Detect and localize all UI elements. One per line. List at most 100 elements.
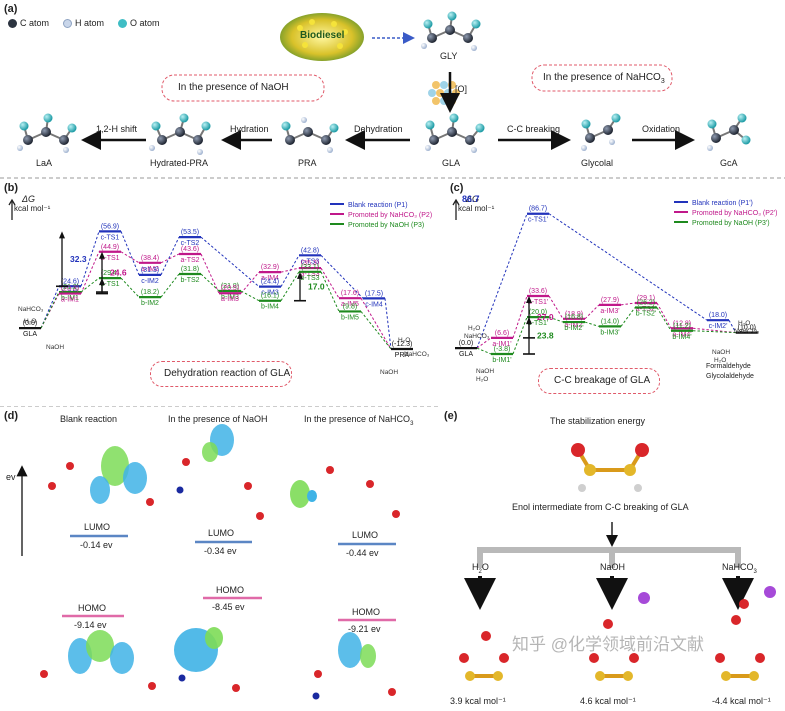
c-product-formaldehyde: Formaldehyde xyxy=(706,363,751,370)
svgC-barrier-label-0: 27.0 xyxy=(537,312,554,322)
svgB-connector-b xyxy=(200,236,260,287)
svgC-connector-m xyxy=(656,302,672,329)
svgB-value-label-17: (16.1) xyxy=(261,293,279,300)
svgB-value-label-23: (17.5) xyxy=(365,290,383,297)
svgB-barrier-arrowhead-3 xyxy=(297,271,303,279)
svgC-connector-b xyxy=(728,319,737,333)
svgB-state-label-4: c-TS1 xyxy=(101,234,120,241)
panel-b-energy-profile: (0.0)GLA(24.6)c-IM1(21.2)b-IM1(20.3)a-IM… xyxy=(8,198,432,376)
svgC-state-label-3: c-TS1' xyxy=(528,217,548,224)
panel-c-y-symbol: ΔG xyxy=(466,194,480,204)
svgB-value-label-21: (17.6) xyxy=(341,290,359,297)
svgB-connector-m xyxy=(200,253,220,294)
svgC-legend-label-2: Promoted by NaOH (P3') xyxy=(692,220,770,227)
svgB-state-label-10: c-TS2 xyxy=(181,240,200,247)
svgB-connector-g xyxy=(280,271,300,301)
molecule-gly xyxy=(421,11,481,51)
molecule-laa xyxy=(17,113,77,153)
gca-label: GcA xyxy=(720,158,738,168)
svgB-value-label-4: (56.9) xyxy=(101,223,119,230)
biodiesel-image xyxy=(280,13,364,61)
blank-homo-label: HOMO xyxy=(78,603,106,613)
svgC-state-label-13: b-IM4' xyxy=(672,334,691,341)
svgB-barrier-arrowhead-2 xyxy=(99,278,105,286)
svgC-state-label-4: a-TS1' xyxy=(528,299,548,306)
col-blank-title: Blank reaction xyxy=(60,414,118,424)
svgC-state-label-9: b-IM3' xyxy=(600,329,619,336)
svgB-value-label-2: (21.2) xyxy=(61,284,79,291)
svgC-value-label-1: (6.6) xyxy=(495,330,509,337)
hydration-label: Hydration xyxy=(230,124,269,134)
orbital-nahco3-homo xyxy=(338,632,376,668)
c-annot-h2o-right: H₂O xyxy=(738,320,750,327)
svgC-value-label-6: (18.9) xyxy=(565,311,583,318)
b-annot-naoh: NaOH xyxy=(46,344,64,351)
naoh-homo-value: -8.45 ev xyxy=(212,602,245,612)
svgC-barrier-arrowhead-1 xyxy=(526,317,532,325)
svgB-state-label-5: a-TS1 xyxy=(100,255,119,262)
b-annot-h2o: H₂O xyxy=(24,318,36,325)
svgC-value-label-7: (16.8) xyxy=(565,314,583,321)
svgB-value-label-16: (24.4) xyxy=(261,279,279,286)
orbital-blank-homo xyxy=(68,630,134,674)
svgC-value-label-4: (33.6) xyxy=(529,288,547,295)
svgC-value-label-10: (29.1) xyxy=(637,295,655,302)
c-product-glycolaldehyde: Glycolaldehyde xyxy=(706,373,754,380)
panel-b-y-unit: kcal mol⁻¹ xyxy=(14,204,51,213)
panel-c-title: C-C breakage of GLA xyxy=(554,375,651,386)
c-annot-h2o: H₂O xyxy=(468,325,480,332)
panel-b-tag: (b) xyxy=(4,182,19,194)
panel-c-title-box xyxy=(538,368,660,394)
panel-b: (b) ΔG kcal mol⁻¹ (0.0)GLA(24.6)c-IM1(21… xyxy=(0,180,448,405)
svgB-value-label-10: (53.5) xyxy=(181,229,199,236)
svgC-connector-g xyxy=(656,307,672,332)
orbital-naoh-homo xyxy=(174,627,223,672)
svgC-connector-m xyxy=(620,302,636,306)
branch-label-naoh: NaOH xyxy=(600,562,626,572)
gla-label: GLA xyxy=(442,158,461,168)
svgB-state-label-14: a-IM3 xyxy=(221,296,239,303)
panel-c-energy-profile: (0.0)GLA(6.6)a-IM1'(-3.8)b-IM1'(86.7)c-T… xyxy=(452,194,778,383)
c-annot-naoh: NaOH xyxy=(476,368,494,375)
o-atom-icon xyxy=(118,19,128,29)
biodiesel-flowers xyxy=(297,19,348,49)
c-top-value: 86.7 xyxy=(462,194,480,204)
svgB-y-axis-arrowhead xyxy=(8,198,16,206)
naoh-condition-label: In the presence of NaOH xyxy=(178,82,289,93)
enol-molecule xyxy=(571,443,649,492)
svgB-connector-m xyxy=(320,267,340,299)
svgB-connector-g xyxy=(40,291,60,329)
svgC-state-label-6: a-IM2' xyxy=(564,322,583,329)
svgB-value-label-13: (21.8) xyxy=(221,283,239,290)
svgB-value-label-19: (35.3) xyxy=(301,260,319,267)
molecule-gca xyxy=(707,113,751,151)
svgB-state-label-12: b-TS2 xyxy=(180,277,199,284)
oxidant-label: [O] xyxy=(455,84,468,94)
svgB-state-label-6: b-TS1 xyxy=(100,281,119,288)
svgC-value-label-0: (0.0) xyxy=(459,340,473,347)
molecule-pra xyxy=(281,117,339,153)
nahco3-condition-label: In the presence of NaHCO3 xyxy=(543,72,665,85)
c-annot-nahco3: NaHCO₃ xyxy=(464,333,490,340)
svgB-connector-b xyxy=(384,298,392,350)
svgB-state-label-18: c-TS3 xyxy=(301,258,320,265)
svgC-value-label-8: (27.9) xyxy=(601,297,619,304)
svgB-value-label-7: (38.4) xyxy=(141,255,159,262)
h-shift-label: 1,2-H shift xyxy=(96,124,138,134)
svgB-legend-label-1: Promoted by NaHCO₃ (P2) xyxy=(348,212,432,219)
svgB-connector-b xyxy=(120,231,140,276)
svgC-value-label-9: (14.0) xyxy=(601,318,619,325)
blank-homo-value: -9.14 ev xyxy=(74,620,107,630)
panel-c: (c) ΔG kcal mol⁻¹ (0.0)GLA(6.6)a-IM1'(-3… xyxy=(448,180,785,405)
svgC-value-label-2: (-3.8) xyxy=(494,346,511,353)
svgC-state-label-12: a-IM4' xyxy=(672,331,691,338)
svgC-legend-label-0: Blank reaction (P1') xyxy=(692,200,753,207)
complex-h2o xyxy=(459,631,509,681)
svgB-barrier-label-0: 32.3 xyxy=(70,254,87,264)
panel-e: (e) The stabilization energy Enol interm… xyxy=(440,406,785,711)
svgB-state-label-9: b-IM2 xyxy=(141,300,159,307)
svgC-value-label-3: (86.7) xyxy=(529,206,547,213)
svgB-barrier-arrowhead-0 xyxy=(59,231,65,239)
c-annot-h2o-right-2: H₂O xyxy=(714,357,726,364)
svgC-value-label-5: (20.0) xyxy=(529,309,547,316)
